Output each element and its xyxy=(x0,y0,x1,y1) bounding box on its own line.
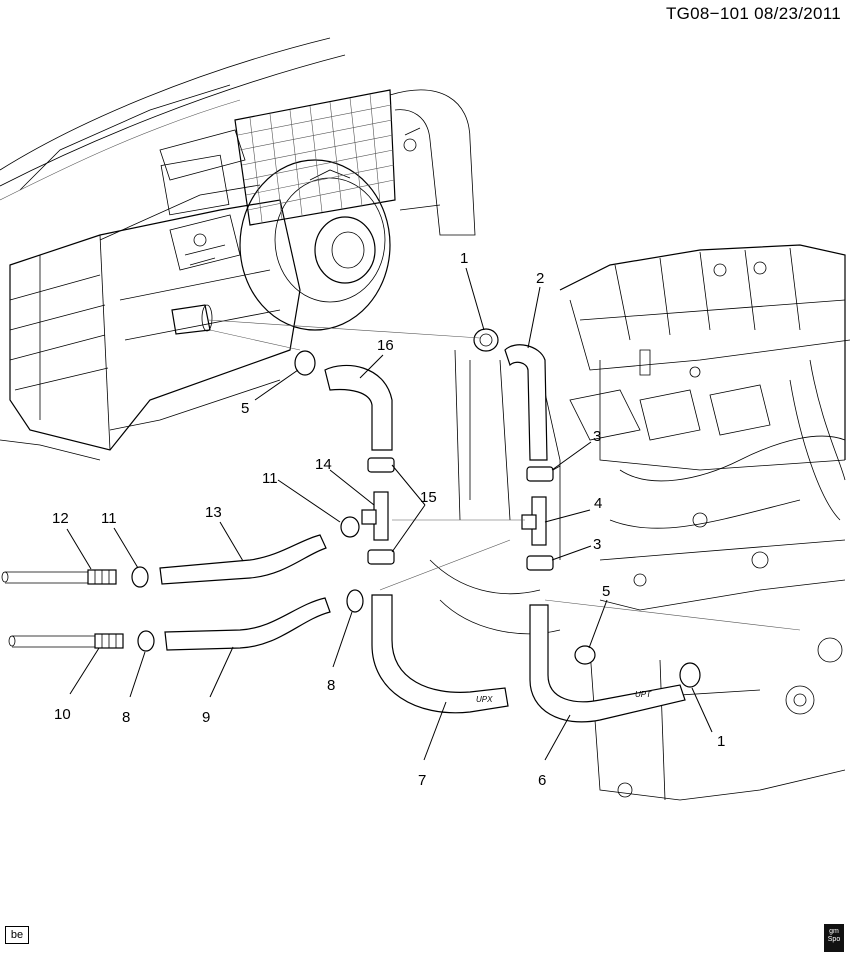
callout-1-lower: 1 xyxy=(717,733,725,750)
callout-10: 10 xyxy=(54,706,71,723)
callout-7: 7 xyxy=(418,772,426,789)
callout-3-lower: 3 xyxy=(593,536,601,553)
reference-number: TG08−101 08/23/2011 xyxy=(665,4,841,23)
callout-leaders xyxy=(66,267,713,761)
be-badge: be xyxy=(5,926,29,944)
callout-6: 6 xyxy=(538,772,546,789)
hose-6-mark: UPT xyxy=(635,690,652,699)
heater-hoses: UPX UPT xyxy=(1,319,801,723)
callout-2: 2 xyxy=(536,270,544,287)
callout-11-left: 11 xyxy=(101,510,117,527)
callout-9: 9 xyxy=(202,709,210,726)
callout-4: 4 xyxy=(594,495,602,512)
callout-15: 15 xyxy=(420,489,437,506)
spo-logo-text: Spo xyxy=(827,936,841,943)
callout-3: 3 xyxy=(593,428,601,445)
callout-5-lower: 5 xyxy=(602,583,610,600)
callout-5: 5 xyxy=(241,400,249,417)
callout-12: 12 xyxy=(52,510,69,527)
gm-logo-text: gm xyxy=(829,928,839,935)
hvac-module xyxy=(0,37,476,461)
engine-block xyxy=(429,244,851,801)
callout-1: 1 xyxy=(460,250,468,267)
callout-16: 16 xyxy=(377,337,394,354)
hose-7-mark: UPX xyxy=(476,695,493,704)
callout-11: 11 xyxy=(262,470,278,487)
callout-13: 13 xyxy=(205,504,222,521)
callout-14: 14 xyxy=(315,456,332,473)
callout-numbers: 1 2 16 5 3 14 11 15 4 12 11 13 3 5 10 8 … xyxy=(52,250,725,789)
callout-8-left: 8 xyxy=(122,709,130,726)
gm-spo-logo: gm Spo xyxy=(824,924,844,952)
callout-8: 8 xyxy=(327,677,335,694)
